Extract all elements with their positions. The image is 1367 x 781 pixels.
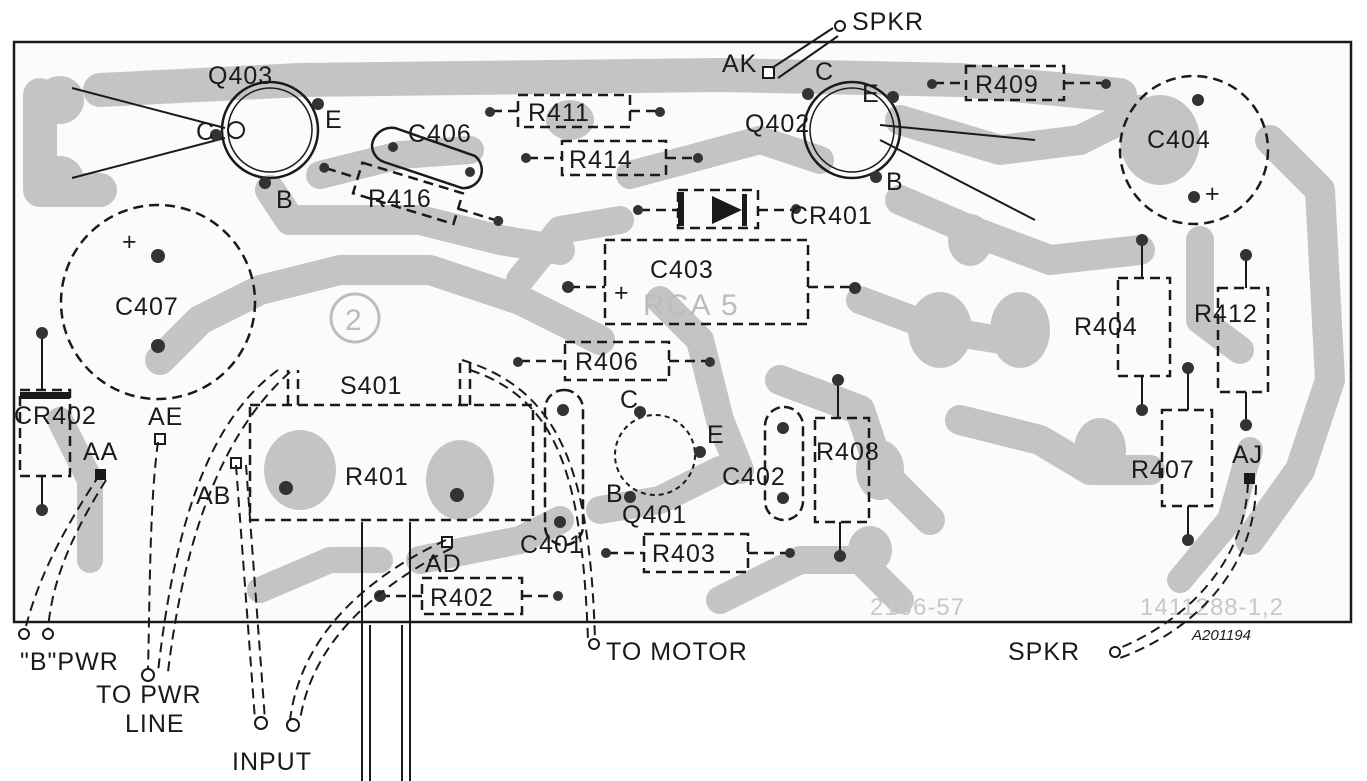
input-label: INPUT (232, 748, 312, 776)
c402-label: C402 (722, 463, 786, 491)
c407-label: C407 (115, 293, 179, 321)
cr402-label: CR402 (14, 402, 97, 430)
r406-label: R406 (575, 348, 639, 376)
c403-capacitor (562, 238, 861, 326)
terminal-ad-label: AD (425, 550, 462, 578)
external-wires (18, 20, 1257, 781)
r401-label: R401 (345, 463, 409, 491)
q401-pin-e: E (707, 421, 725, 449)
r416-resistor (319, 161, 504, 226)
c407-capacitor (59, 203, 257, 401)
c407-polarity: + (122, 228, 138, 256)
c403-polarity: + (614, 279, 630, 307)
line-label: LINE (125, 710, 185, 738)
q402-pin-b: B (886, 168, 904, 196)
c406-label: C406 (408, 120, 472, 148)
board-circle-mark (329, 292, 381, 344)
faint-date-mark: 2106-57 (870, 594, 965, 621)
r403-resistor (601, 532, 795, 574)
q401-label: Q401 (622, 501, 687, 529)
c404-capacitor (1118, 74, 1270, 226)
r411-resistor (485, 93, 665, 129)
r407-label: R407 (1131, 456, 1195, 484)
spkr-bottom-label: SPKR (1008, 638, 1080, 666)
q402-label: Q402 (745, 110, 810, 138)
terminal-ae (154, 433, 166, 445)
q401-pin-b: B (606, 480, 624, 508)
copper-pads (36, 76, 1200, 574)
q403-label: Q403 (208, 62, 273, 90)
q402-pin-e: E (862, 80, 880, 108)
c404-polarity: + (1205, 180, 1221, 208)
q403-transistor (71, 80, 324, 189)
r414-resistor (521, 139, 703, 177)
c406-capacitor (370, 126, 484, 190)
spkr-top-label: SPKR (852, 8, 924, 36)
s401-switch (248, 360, 535, 522)
q403-pin-b: B (276, 186, 294, 214)
terminal-aj-label: AJ (1232, 441, 1263, 469)
r409-label: R409 (975, 71, 1039, 99)
q402-transistor (802, 80, 1036, 221)
terminal-aj (1244, 473, 1255, 484)
r412-resistor (1216, 249, 1270, 431)
c404-label: C404 (1147, 126, 1211, 154)
r414-label: R414 (569, 146, 633, 174)
to-motor-label: TO MOTOR (606, 638, 748, 666)
cr401-diode (633, 188, 801, 230)
c401-label: C401 (520, 531, 584, 559)
q401-transistor (614, 406, 706, 503)
b-pwr-label: "B"PWR (20, 648, 119, 676)
terminal-ak (762, 66, 775, 79)
r416-label: R416 (368, 185, 432, 213)
q403-pin-e: E (325, 106, 343, 134)
board-mark: RCA 5 (643, 289, 740, 322)
r403-label: R403 (652, 540, 716, 568)
r406-resistor (513, 340, 715, 382)
q402-pin-c: C (815, 58, 834, 86)
terminal-ae-label: AE (148, 403, 183, 431)
r412-label: R412 (1194, 300, 1258, 328)
r411-label: R411 (528, 99, 590, 127)
terminal-ak-label: AK (722, 50, 757, 78)
r404-label: R404 (1074, 313, 1138, 341)
terminal-aa-label: AA (83, 438, 118, 466)
c403-label: C403 (650, 256, 714, 284)
r402-resistor (374, 576, 563, 616)
r404-resistor (1116, 234, 1172, 416)
to-pwr-label: TO PWR (96, 681, 202, 709)
r409-resistor (927, 64, 1111, 102)
cr402-diode (18, 327, 72, 516)
r407-resistor (1160, 362, 1214, 546)
c401-capacitor (543, 388, 585, 547)
r408-resistor (813, 374, 871, 562)
r408-label: R408 (816, 438, 880, 466)
r402-label: R402 (430, 584, 494, 612)
drawing-number: A201194 (1191, 627, 1251, 644)
cr401-label: CR401 (790, 202, 873, 230)
c402-capacitor (763, 405, 805, 522)
part-number-stamp: 1411288-1,2 (1140, 594, 1284, 621)
s401-label: S401 (340, 372, 402, 400)
board-circle-number: 2 (345, 304, 364, 337)
terminal-ab-label: AB (196, 482, 231, 510)
q401-pin-c: C (620, 386, 639, 414)
q403-pin-c: C (196, 118, 215, 146)
